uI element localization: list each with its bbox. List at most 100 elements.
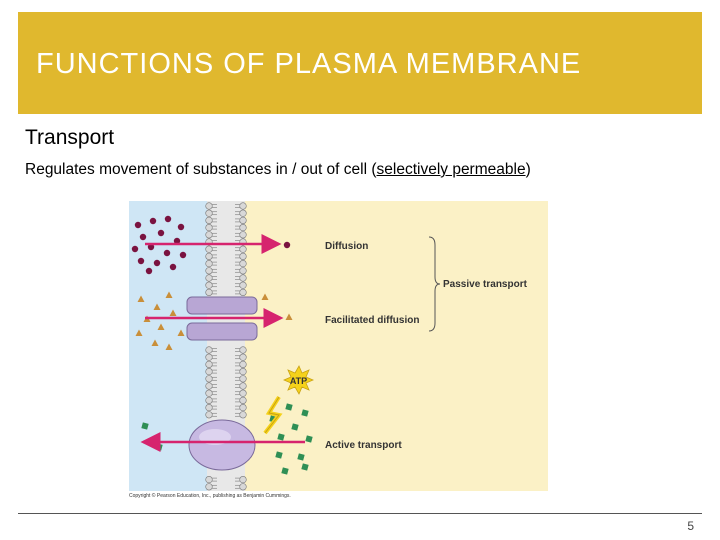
diffusion-molecule xyxy=(137,257,145,265)
carrier-protein xyxy=(188,419,256,471)
title-bar xyxy=(18,12,702,114)
active-molecule xyxy=(285,403,293,411)
active-molecule xyxy=(305,435,313,443)
phospholipid xyxy=(205,245,217,253)
body-prefix: Regulates movement of substances in / ou… xyxy=(25,161,377,178)
phospholipid xyxy=(235,202,247,210)
phospholipid xyxy=(235,389,247,397)
phospholipid xyxy=(235,404,247,412)
facilitated-molecule xyxy=(165,343,173,350)
diffusion-molecule xyxy=(163,249,171,257)
phospholipid xyxy=(205,396,217,404)
facilitated-molecule xyxy=(169,309,177,316)
phospholipid xyxy=(235,346,247,354)
phospholipid xyxy=(235,288,247,296)
phospholipid xyxy=(205,368,217,376)
phospholipid xyxy=(205,476,217,484)
phospholipid xyxy=(205,389,217,397)
active-molecule xyxy=(291,423,299,431)
phospholipid xyxy=(235,382,247,390)
phospholipid xyxy=(205,288,217,296)
membrane-transport-diagram: ATP Diffusion Facilitated diffusion Acti… xyxy=(129,201,549,501)
diffusion-molecule xyxy=(157,229,165,237)
phospholipid-bilayer xyxy=(205,202,247,491)
phospholipid xyxy=(205,360,217,368)
body-suffix: ) xyxy=(525,161,531,178)
phospholipid xyxy=(235,231,247,239)
facilitated-label: Facilitated diffusion xyxy=(325,315,419,326)
diffusion-molecule xyxy=(173,237,181,245)
phospholipid xyxy=(235,224,247,232)
diffusion-molecule xyxy=(164,215,172,223)
diffusion-molecule xyxy=(153,259,161,267)
active-molecule xyxy=(275,451,283,459)
phospholipid xyxy=(235,209,247,217)
phospholipid xyxy=(205,281,217,289)
atp-burst-icon xyxy=(282,365,315,395)
phospholipid xyxy=(235,259,247,268)
phospholipid xyxy=(205,411,217,419)
phospholipid xyxy=(235,216,247,225)
phospholipid xyxy=(235,411,247,419)
facilitated-molecule xyxy=(261,293,269,300)
facilitated-molecule xyxy=(157,323,165,330)
phospholipid xyxy=(235,252,247,261)
facilitated-molecule xyxy=(137,295,145,302)
section-heading: Transport xyxy=(25,126,115,149)
phospholipid xyxy=(205,483,217,491)
facilitated-molecule xyxy=(151,339,159,346)
phospholipid xyxy=(205,231,217,239)
atp-label: ATP xyxy=(290,376,307,386)
diffusion-molecule xyxy=(145,267,153,275)
passive-bracket xyxy=(428,236,441,332)
active-molecule xyxy=(297,453,305,461)
phospholipid xyxy=(205,404,217,412)
diffusion-molecule xyxy=(134,221,142,229)
phospholipid xyxy=(205,267,217,275)
phospholipid xyxy=(235,483,247,491)
diffusion-molecule xyxy=(283,241,291,249)
facilitated-molecule xyxy=(285,313,293,320)
phospholipid xyxy=(235,360,247,368)
diffusion-molecule xyxy=(179,251,187,259)
phospholipid xyxy=(235,274,247,282)
passive-label: Passive transport xyxy=(443,279,528,290)
phospholipid xyxy=(205,216,217,225)
facilitated-molecule xyxy=(165,291,173,298)
diagram-svg: ATP Diffusion Facilitated diffusion Acti… xyxy=(129,201,548,499)
phospholipid xyxy=(205,259,217,268)
footer-divider xyxy=(18,513,702,514)
phospholipid xyxy=(235,245,247,253)
diffusion-molecules xyxy=(131,215,291,275)
phospholipid xyxy=(205,346,217,354)
phospholipid xyxy=(235,267,247,275)
facilitated-molecule xyxy=(153,303,161,310)
body-text: Regulates movement of substances in / ou… xyxy=(25,161,531,179)
phospholipid xyxy=(205,375,217,383)
page-number: 5 xyxy=(687,519,694,533)
phospholipid xyxy=(235,396,247,404)
diffusion-molecule xyxy=(147,243,155,251)
facilitated-molecule xyxy=(177,329,185,336)
phospholipid xyxy=(205,353,217,361)
diffusion-molecule xyxy=(169,263,177,271)
phospholipid xyxy=(205,382,217,390)
slide-title: FUNCTIONS OF PLASMA MEMBRANE xyxy=(36,48,582,80)
phospholipid xyxy=(235,476,247,484)
active-molecule xyxy=(301,409,309,417)
phospholipid xyxy=(235,375,247,383)
copyright-notice: Copyright © Pearson Education, Inc., pub… xyxy=(129,492,291,499)
diffusion-molecule xyxy=(139,233,147,241)
phospholipid xyxy=(205,224,217,232)
diffusion-label: Diffusion xyxy=(325,241,368,252)
phospholipid xyxy=(235,368,247,376)
facilitated-molecule xyxy=(135,329,143,336)
diffusion-molecule xyxy=(177,223,185,231)
active-molecule xyxy=(141,422,149,430)
active-molecule xyxy=(277,433,285,441)
active-label: Active transport xyxy=(325,440,402,451)
body-emphasis: selectively permeable xyxy=(376,161,526,178)
energy-bolt-outline xyxy=(264,396,280,434)
phospholipid xyxy=(205,209,217,217)
phospholipid xyxy=(205,252,217,261)
